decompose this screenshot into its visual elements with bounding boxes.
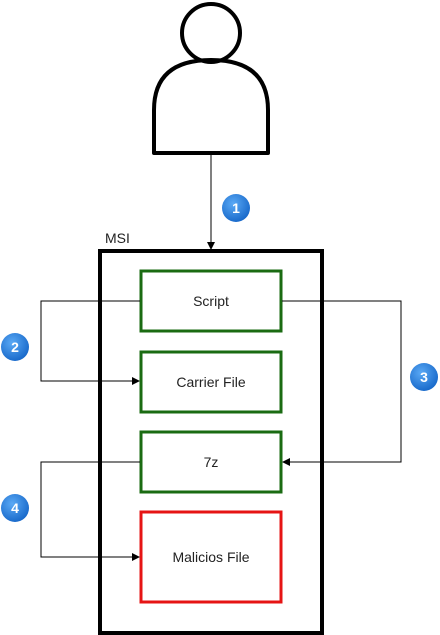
script-box-label: Script: [193, 293, 229, 309]
sevenz-box: 7z: [139, 430, 283, 494]
step-badge-4: 4: [1, 494, 29, 522]
step-badge-1-label: 1: [232, 200, 240, 216]
step-badge-2-label: 2: [11, 339, 19, 355]
carrier-file-box: Carrier File: [139, 350, 283, 414]
step-badge-3-label: 3: [420, 369, 428, 385]
malicious-file-box-label: Malicios File: [172, 549, 249, 565]
arrow-7z-to-malicious: [40, 461, 140, 561]
arrow-script-to-carrier: [40, 300, 140, 385]
step-badge-1: 1: [222, 194, 250, 222]
malicious-file-box: Malicios File: [139, 510, 283, 604]
sevenz-box-label: 7z: [204, 454, 219, 470]
user-icon: [152, 2, 270, 155]
carrier-file-box-label: Carrier File: [176, 374, 245, 390]
step-badge-2: 2: [1, 333, 29, 361]
step-badge-4-label: 4: [11, 500, 19, 516]
script-box: Script: [139, 269, 283, 333]
arrow-script-to-7z: [282, 300, 402, 466]
msi-container-label: MSI: [105, 230, 130, 246]
step-badge-3: 3: [410, 363, 438, 391]
